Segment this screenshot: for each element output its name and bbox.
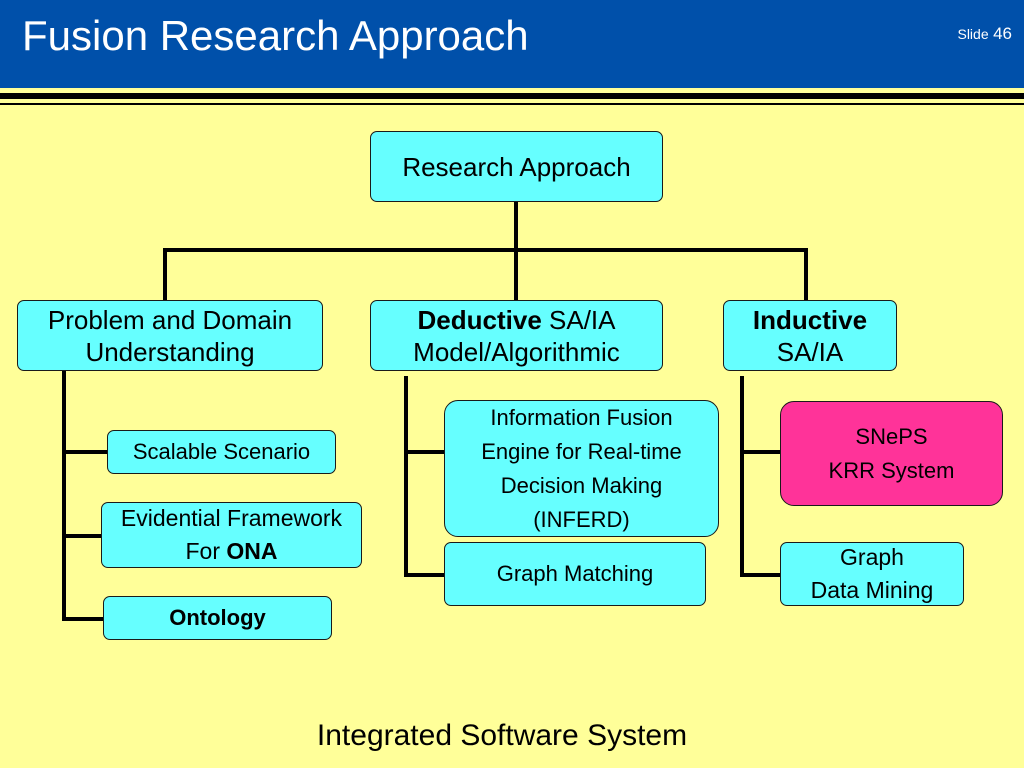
evidential-line1: Evidential Framework bbox=[120, 505, 343, 531]
problem-domain-box: Problem and Domain Understanding bbox=[17, 300, 323, 371]
evidential-framework-box: Evidential Framework For ONA bbox=[101, 502, 362, 568]
ontology-label: Ontology bbox=[169, 605, 266, 630]
deductive-box: Deductive SA/IA Model/Algorithmic bbox=[370, 300, 663, 371]
evidential-ona: ONA bbox=[226, 538, 278, 564]
graph-data-mining-box: Graph Data Mining bbox=[780, 542, 964, 606]
problem-domain-line2: Understanding bbox=[85, 336, 255, 367]
slide-number: 46 bbox=[993, 24, 1012, 43]
deductive-line1-rest: SA/IA bbox=[541, 304, 616, 335]
title-bar: Fusion Research Approach Slide 46 bbox=[0, 0, 1024, 88]
inferd-line3: Decision Making bbox=[500, 472, 663, 498]
footer-caption: Integrated Software System bbox=[316, 719, 688, 752]
research-approach-box: Research Approach bbox=[370, 131, 663, 202]
scalable-scenario-box: Scalable Scenario bbox=[107, 430, 336, 474]
deductive-line1: Deductive SA/IA bbox=[418, 304, 616, 336]
inductive-line2: SA/IA bbox=[776, 336, 844, 367]
graph-mining-line1: Graph bbox=[840, 544, 904, 570]
graph-matching-label: Graph Matching bbox=[496, 561, 654, 586]
graph-matching-box: Graph Matching bbox=[444, 542, 706, 606]
inductive-box: Inductive SA/IA bbox=[723, 300, 897, 371]
evidential-for: For bbox=[185, 538, 227, 564]
slide-title: Fusion Research Approach bbox=[22, 12, 529, 59]
deductive-line2: Model/Algorithmic bbox=[413, 336, 620, 367]
inferd-line4: (INFERD) bbox=[533, 506, 630, 532]
deductive-bold: Deductive bbox=[417, 304, 542, 335]
inductive-bold: Inductive bbox=[752, 304, 868, 335]
header-rule-thin bbox=[0, 103, 1024, 105]
header-rule-thick bbox=[0, 93, 1024, 99]
graph-mining-line2: Data Mining bbox=[810, 577, 934, 603]
ontology-box: Ontology bbox=[103, 596, 332, 640]
sneps-box: SNePS KRR System bbox=[780, 401, 1003, 506]
scalable-scenario-label: Scalable Scenario bbox=[132, 439, 311, 464]
sneps-line2: KRR System bbox=[828, 457, 955, 483]
evidential-line2: For ONA bbox=[185, 535, 277, 568]
problem-domain-line1: Problem and Domain bbox=[47, 304, 293, 335]
slide-number-label: Slide 46 bbox=[957, 24, 1012, 44]
inferd-line1: Information Fusion bbox=[490, 404, 673, 430]
inferd-box: Information Fusion Engine for Real-time … bbox=[444, 400, 719, 537]
research-approach-label: Research Approach bbox=[402, 151, 631, 182]
slide-word: Slide bbox=[957, 26, 989, 42]
inferd-line2: Engine for Real-time bbox=[481, 438, 682, 464]
sneps-line1: SNePS bbox=[855, 423, 928, 449]
